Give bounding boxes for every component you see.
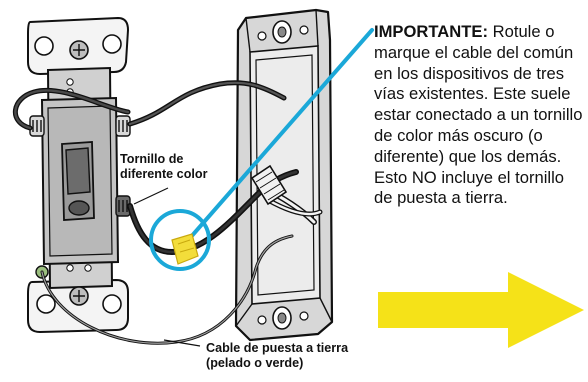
strap-screw-top — [69, 40, 89, 60]
ground-label-line2: (pelado o verde) — [206, 356, 304, 370]
ground-label-leader — [163, 339, 201, 347]
screw-label-line1: Tornillo de — [120, 152, 184, 166]
important-callout: IMPORTANTE: Rotule o marque el cable del… — [374, 22, 586, 209]
screw-label: Tornillo de diferente color — [120, 152, 238, 182]
pointer-line — [188, 28, 374, 240]
terminal-screw-right-top — [115, 115, 131, 137]
yellow-arrow — [378, 272, 584, 348]
important-text: Rotule o marque el cable del común en lo… — [374, 22, 583, 208]
wire-tag — [171, 233, 199, 265]
highlight-circle — [149, 209, 211, 271]
ground-label: Cable de puesta a tierra (pelado o verde… — [206, 341, 406, 371]
wire-nut — [250, 164, 288, 206]
screw-label-leader — [133, 187, 169, 205]
important-lead: IMPORTANTE: — [374, 22, 488, 41]
strap-screw-bottom — [69, 286, 89, 306]
wires — [12, 80, 323, 345]
screw-label-line2: diferente color — [120, 167, 208, 181]
terminal-screw-left — [29, 115, 45, 137]
three-way-switch — [27, 16, 131, 334]
leader-lines — [133, 187, 201, 347]
ground-label-line1: Cable de puesta a tierra — [206, 341, 349, 355]
